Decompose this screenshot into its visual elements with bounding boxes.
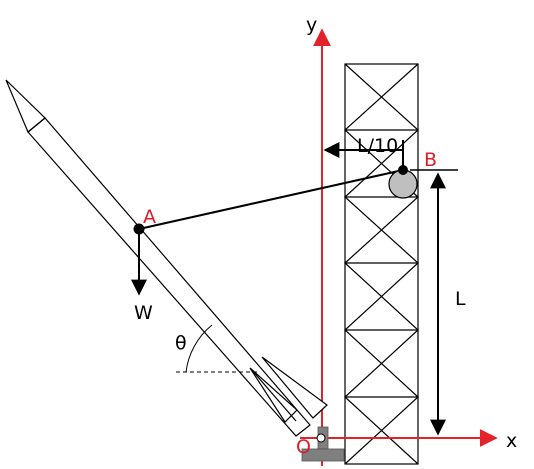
pin-joint bbox=[316, 433, 326, 443]
axes bbox=[300, 28, 498, 466]
rocket-nose-joint bbox=[27, 117, 46, 133]
point-b-dot bbox=[398, 165, 408, 175]
pin-support bbox=[301, 426, 345, 462]
origin-label: O bbox=[296, 436, 311, 458]
tower-frame bbox=[344, 63, 419, 465]
rocket bbox=[5, 79, 328, 437]
length-label: L bbox=[455, 288, 466, 310]
angle-label: θ bbox=[175, 332, 187, 354]
point-a-label: A bbox=[143, 206, 156, 228]
tower-diagonal-right bbox=[344, 63, 419, 465]
launch-tower bbox=[344, 63, 419, 465]
pin-base bbox=[301, 448, 345, 462]
angle-arc bbox=[185, 324, 213, 373]
x-axis-label: x bbox=[506, 430, 517, 452]
rocket-fin-edge bbox=[250, 368, 297, 422]
offset-label: L/10 bbox=[357, 135, 398, 157]
cable-ab bbox=[138, 169, 404, 230]
weight-label: W bbox=[134, 302, 153, 324]
pulley bbox=[388, 140, 418, 199]
tower-diagonal-left bbox=[344, 63, 419, 465]
point-b-label: B bbox=[424, 149, 437, 171]
rocket-fin-right bbox=[261, 356, 328, 419]
y-axis-label: y bbox=[306, 14, 317, 36]
